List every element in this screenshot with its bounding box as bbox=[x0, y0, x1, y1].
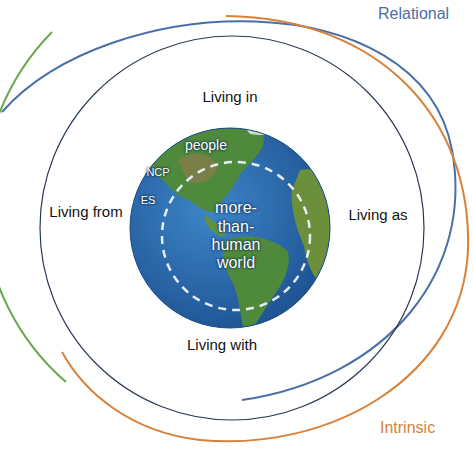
value-type-label: Relational bbox=[376, 5, 451, 23]
ncp-label: NCP bbox=[146, 166, 169, 179]
dashed-circle bbox=[162, 162, 310, 310]
relation-label: Living as bbox=[348, 206, 407, 223]
globe-circle: more-than-human world peopleNCP ES bbox=[130, 128, 330, 328]
outer-circle: more-than-human world peopleNCP ES Living i… bbox=[40, 36, 424, 420]
relation-label: Living in bbox=[202, 88, 257, 105]
globe-circle bbox=[130, 128, 330, 328]
relational-arc bbox=[2, 21, 455, 400]
continents bbox=[146, 116, 337, 336]
es-label: ES bbox=[141, 194, 156, 207]
people-label: people bbox=[185, 137, 227, 153]
center-label: more-than-human world bbox=[203, 199, 269, 273]
outer-circle bbox=[40, 36, 424, 420]
dashed-circle: more-than-human world bbox=[162, 162, 310, 310]
intrinsic-arc bbox=[62, 16, 468, 441]
value-type-label: Intrinsic bbox=[378, 419, 437, 437]
relation-label: Living from bbox=[49, 203, 122, 220]
relation-label: Living with bbox=[187, 336, 257, 353]
